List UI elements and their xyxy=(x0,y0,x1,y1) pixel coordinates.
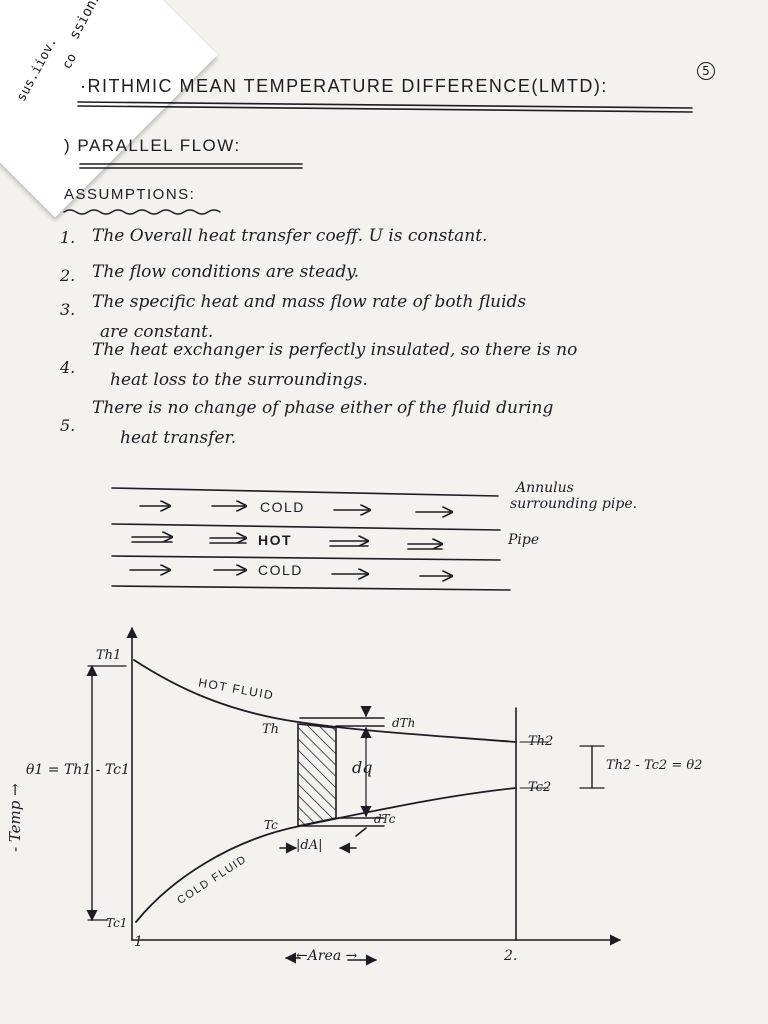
title-underline-2 xyxy=(77,105,693,113)
assumption-5-line-2: heat transfer. xyxy=(120,428,237,448)
flow-label-cold-bottom: COLD xyxy=(258,562,303,578)
label-th1: Th1 xyxy=(96,648,122,663)
hot-fluid-curve xyxy=(133,659,517,743)
label-dq: dq xyxy=(352,758,373,777)
label-tc1: Tc1 xyxy=(106,916,128,930)
x-tick-1: 1 xyxy=(134,934,143,950)
label-tc2: Tc2 xyxy=(528,780,552,795)
assumption-3-line-1: The specific heat and mass flow rate of … xyxy=(92,292,527,312)
label-surrounding-pipe: surrounding pipe. xyxy=(510,496,638,512)
assumption-2-num: 2. xyxy=(60,266,76,285)
assumption-5-line-1: There is no change of phase either of th… xyxy=(92,398,554,418)
flow-label-cold-top: COLD xyxy=(260,499,305,515)
x-tick-2: 2. xyxy=(504,948,518,964)
label-da: |dA| xyxy=(296,838,323,853)
assumption-3-num: 3. xyxy=(60,300,76,319)
pipe-line-4 xyxy=(111,585,511,591)
label-tc: Tc xyxy=(264,818,278,832)
label-th: Th xyxy=(262,722,280,737)
label-theta2: Th2 - Tc2 = θ2 xyxy=(606,758,703,773)
assumption-5-num: 5. xyxy=(60,416,76,435)
label-th2: Th2 xyxy=(528,734,554,749)
assumption-3-line-2: are constant. xyxy=(100,322,214,342)
heading-squiggle xyxy=(63,209,221,215)
label-theta1: θ1 = Th1 - Tc1 xyxy=(26,762,130,778)
y-axis-label: - Temp → xyxy=(6,783,24,852)
label-pipe: Pipe xyxy=(508,532,540,548)
label-dtc: dTc xyxy=(374,812,396,826)
pipe-line-3 xyxy=(111,555,501,561)
assumption-1-num: 1. xyxy=(60,228,76,247)
pipe-line-1 xyxy=(111,487,499,497)
flow-label-hot: HOT xyxy=(258,532,293,548)
assumption-4-line-1: The heat exchanger is perfectly insulate… xyxy=(92,340,578,360)
hatched-strip xyxy=(297,723,337,827)
dtc-arrow-up xyxy=(355,827,367,837)
label-annulus: Annulus xyxy=(516,480,574,496)
assumption-4-line-2: heat loss to the surroundings. xyxy=(110,370,368,390)
page-title: ·RITHMIC MEAN TEMPERATURE DIFFERENCE(LMT… xyxy=(80,76,608,96)
x-axis-label: ←Area → xyxy=(296,948,358,964)
assumption-4-num: 4. xyxy=(60,358,76,377)
assumption-1-line-1: The Overall heat transfer coeff. U is co… xyxy=(92,226,488,246)
assumption-2-line-1: The flow conditions are steady. xyxy=(92,262,359,282)
label-dth: dTh xyxy=(392,716,416,730)
page-number: 5 xyxy=(697,62,715,80)
section-heading: ) PARALLEL FLOW: xyxy=(64,136,241,155)
title-underline-1 xyxy=(77,101,693,109)
assumptions-heading: ASSUMPTIONS: xyxy=(64,186,196,203)
pipe-line-2 xyxy=(111,523,501,531)
